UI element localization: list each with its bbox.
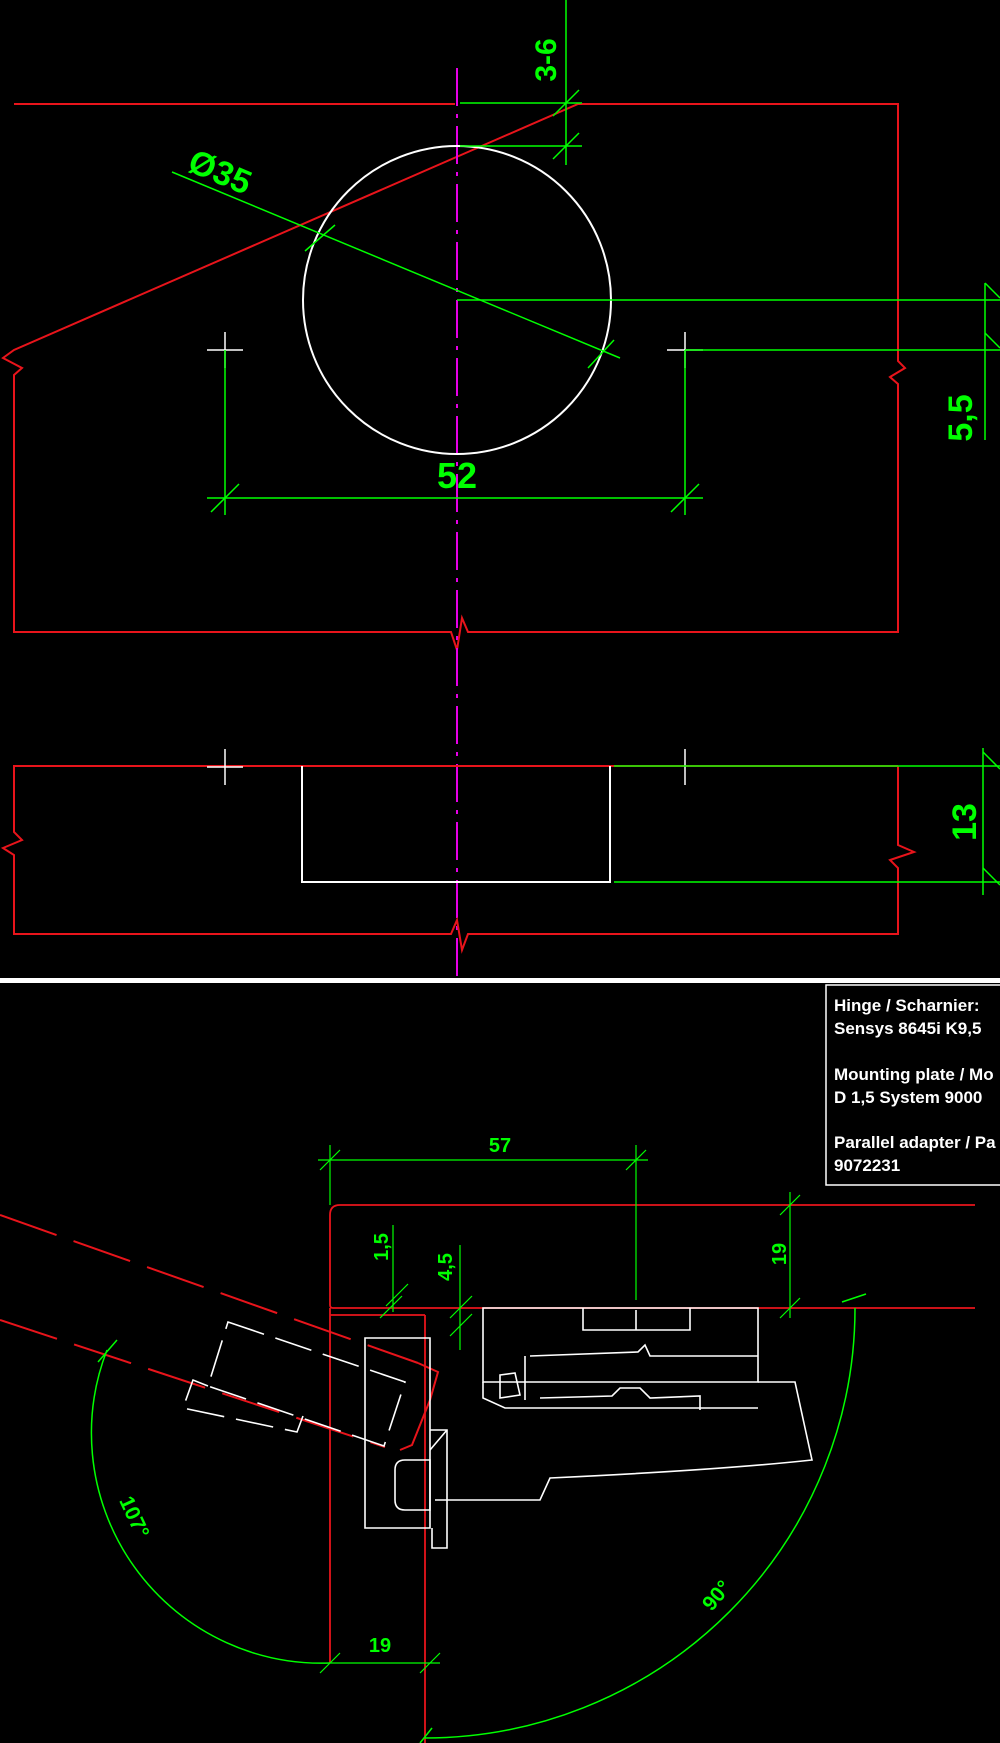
section-view-panel-outline	[0, 765, 917, 954]
dimension-19-right	[779, 1192, 801, 1319]
angle-arc-107	[90, 1339, 331, 1664]
dimension-hole-spacing-label: 52	[437, 455, 477, 496]
dimension-cup-depth-label: 13	[946, 803, 984, 841]
dimension-1-5	[379, 1225, 409, 1319]
dimension-depth-range	[460, 0, 582, 165]
dimension-4-5	[449, 1245, 473, 1350]
info-box-line-5: Parallel adapter / Pa	[834, 1133, 996, 1152]
dimension-cup-depth	[614, 748, 1000, 895]
angle-arc-90	[419, 1293, 867, 1743]
dimension-width-57-label: 57	[489, 1135, 511, 1157]
info-box-line-6: 9072231	[834, 1156, 900, 1175]
top-view: 3-6 Ø35 52 5,5	[1, 0, 1000, 978]
cabinet-side-panel	[329, 1204, 975, 1309]
section-screw-marker-left	[207, 749, 243, 785]
hinge-assembly	[364, 1307, 813, 1549]
info-box-line-4: D 1,5 System 9000	[834, 1088, 982, 1107]
dimension-4-5-label: 4,5	[435, 1253, 457, 1281]
door-panel	[329, 1308, 426, 1743]
dimension-depth-range-label: 3-6	[530, 38, 563, 81]
dimension-19-bottom-label: 19	[369, 1635, 391, 1657]
info-box	[825, 984, 1000, 1186]
dimension-hole-offset	[457, 282, 1000, 440]
info-box-line-1: Hinge / Scharnier:	[834, 996, 979, 1015]
dimension-cup-diameter	[171, 171, 621, 369]
section-view: 13	[0, 748, 1000, 954]
dimension-width-57	[318, 1145, 648, 1300]
opened-hinge-cup	[181, 1320, 407, 1448]
cup-pocket	[301, 766, 611, 883]
view-separator	[0, 978, 1000, 983]
dimension-19-right-label: 19	[769, 1243, 791, 1265]
opened-door-edge-upper	[0, 1214, 419, 1364]
dimension-hole-spacing	[207, 350, 703, 515]
info-box-line-3: Mounting plate / Mo	[834, 1065, 994, 1084]
info-box-line-2: Sensys 8645i K9,5	[834, 1019, 981, 1038]
dimension-hole-offset-label: 5,5	[942, 394, 980, 441]
top-view-panel-outline	[1, 103, 907, 651]
dimension-1-5-label: 1,5	[371, 1233, 393, 1261]
